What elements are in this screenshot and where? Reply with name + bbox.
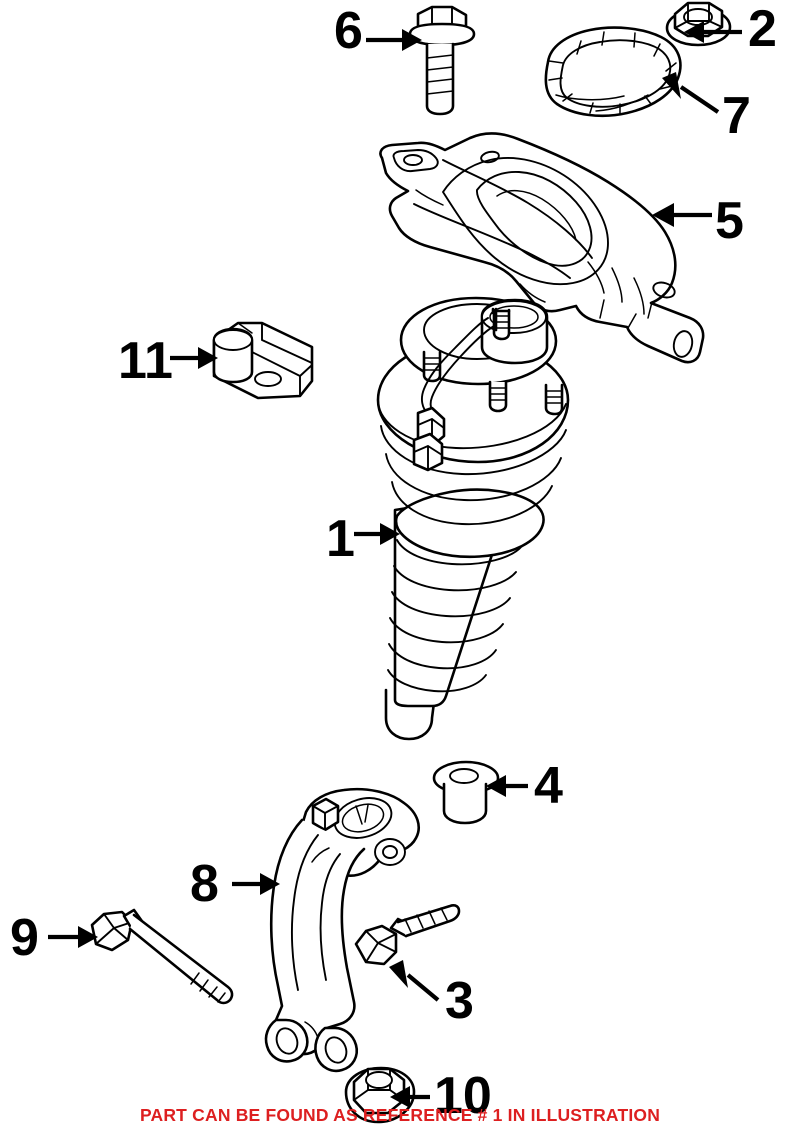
callout-number-7: 7 [722,87,751,145]
leader-5 [652,203,712,227]
leader-6 [366,29,422,51]
leader-3 [389,960,440,1002]
callout-number-6: 6 [334,2,363,60]
part-6-hex-flange-bolt-long [408,5,476,116]
part-8-curved-control-arm [264,787,420,1073]
part-1-air-strut-assembly [376,296,570,741]
part-4-bushing-grommet [432,760,500,825]
callout-number-8: 8 [190,855,219,913]
part-9-long-through-bolt [90,908,234,1005]
leader-2 [684,21,742,43]
part-7-spring-seat-insulator [544,26,682,118]
reference-disclaimer-text: PART CAN BE FOUND AS REFERENCE # 1 IN IL… [139,1105,661,1125]
callout-number-5: 5 [715,192,744,250]
callout-number-4: 4 [534,757,563,815]
callout-number-3: 3 [445,972,474,1030]
leader-11 [170,347,218,369]
leader-1 [354,523,400,545]
callout-number-1: 1 [326,510,355,568]
leader-8 [232,873,280,895]
callout-number-11: 11 [118,332,173,390]
part-11-mounting-bracket-block [212,321,314,400]
part-5-lower-control-arm [379,132,705,364]
callout-number-10: 10 [434,1067,492,1125]
leader-7 [662,72,720,114]
leader-4 [486,775,528,797]
part-3-hex-flange-bolt-short [354,904,461,966]
callout-number-9: 9 [10,909,39,967]
leader-10 [390,1086,430,1108]
leader-9 [48,926,98,948]
callout-number-2: 2 [748,0,777,58]
part-10-hex-flange-nut-lower [344,1066,416,1124]
